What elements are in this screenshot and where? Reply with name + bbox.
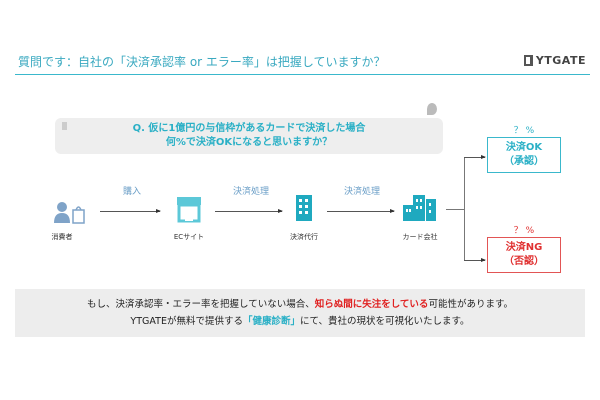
logo: YTGATE — [523, 54, 586, 67]
question-line-1: Q. 仮に1億円の与信枠があるカードで決済した場合 — [132, 123, 366, 134]
summary-text: にて、貴社の現状を可視化いたします。 — [299, 316, 470, 327]
branch-line — [446, 209, 464, 210]
quote-close-icon — [427, 103, 437, 115]
node-ec-site: ECサイト — [173, 233, 205, 241]
arrow-ok — [464, 155, 486, 159]
ng-percent: ？ % — [513, 226, 535, 236]
outcome-ok-box: 決済OK （承認） — [487, 137, 561, 173]
summary-text: 可能性があります。 — [428, 299, 513, 310]
building-icon — [296, 195, 312, 221]
ok-percent: ？ % — [513, 126, 535, 136]
person-bag-icon — [54, 202, 85, 224]
page-title: 質問です：自社の「決済承認率 or エラー率」は把握していますか？ — [18, 55, 386, 69]
arrow — [327, 209, 395, 213]
ng-sublabel: （否認） — [504, 256, 544, 267]
question-bubble: Q. 仮に1億円の与信枠があるカードで決済した場合 何%で決済OKになると思いま… — [55, 118, 443, 154]
edge-label-payment-1: 決済処理 — [232, 187, 269, 197]
edge-label-purchase: 購入 — [122, 187, 141, 197]
logo-mark-icon — [523, 55, 533, 66]
ng-label: 決済NG — [505, 242, 543, 253]
storefront-icon — [177, 197, 201, 223]
summary-text: YTGATEが無料で提供する — [130, 316, 243, 327]
node-payment-agent: 決済代行 — [290, 233, 318, 241]
branch-line — [464, 157, 465, 260]
summary-text: もし、決済承認率・エラー率を把握していない場合、 — [87, 299, 315, 310]
buildings-icon — [403, 195, 436, 221]
ok-label: 決済OK — [505, 142, 543, 153]
logo-text: YTGATE — [535, 54, 586, 67]
header-divider — [15, 74, 590, 75]
outcome-ng-box: 決済NG （否認） — [487, 237, 561, 273]
quote-open-icon — [62, 122, 67, 130]
arrow — [215, 209, 283, 213]
node-consumer: 消費者 — [51, 233, 73, 241]
summary-highlight-cyan: 「健康診断」 — [242, 316, 300, 327]
ok-sublabel: （承認） — [504, 156, 544, 167]
edge-label-payment-2: 決済処理 — [343, 187, 380, 197]
node-card-company: カード会社 — [402, 233, 438, 241]
summary-highlight-red: 知らぬ間に失注をしている — [314, 299, 429, 310]
summary-box: もし、決済承認率・エラー率を把握していない場合、知らぬ間に失注をしている可能性が… — [15, 289, 585, 337]
question-line-2: 何%で決済OKになると思いますか？ — [165, 137, 333, 148]
arrow — [100, 209, 161, 213]
arrow-ng — [464, 258, 486, 262]
